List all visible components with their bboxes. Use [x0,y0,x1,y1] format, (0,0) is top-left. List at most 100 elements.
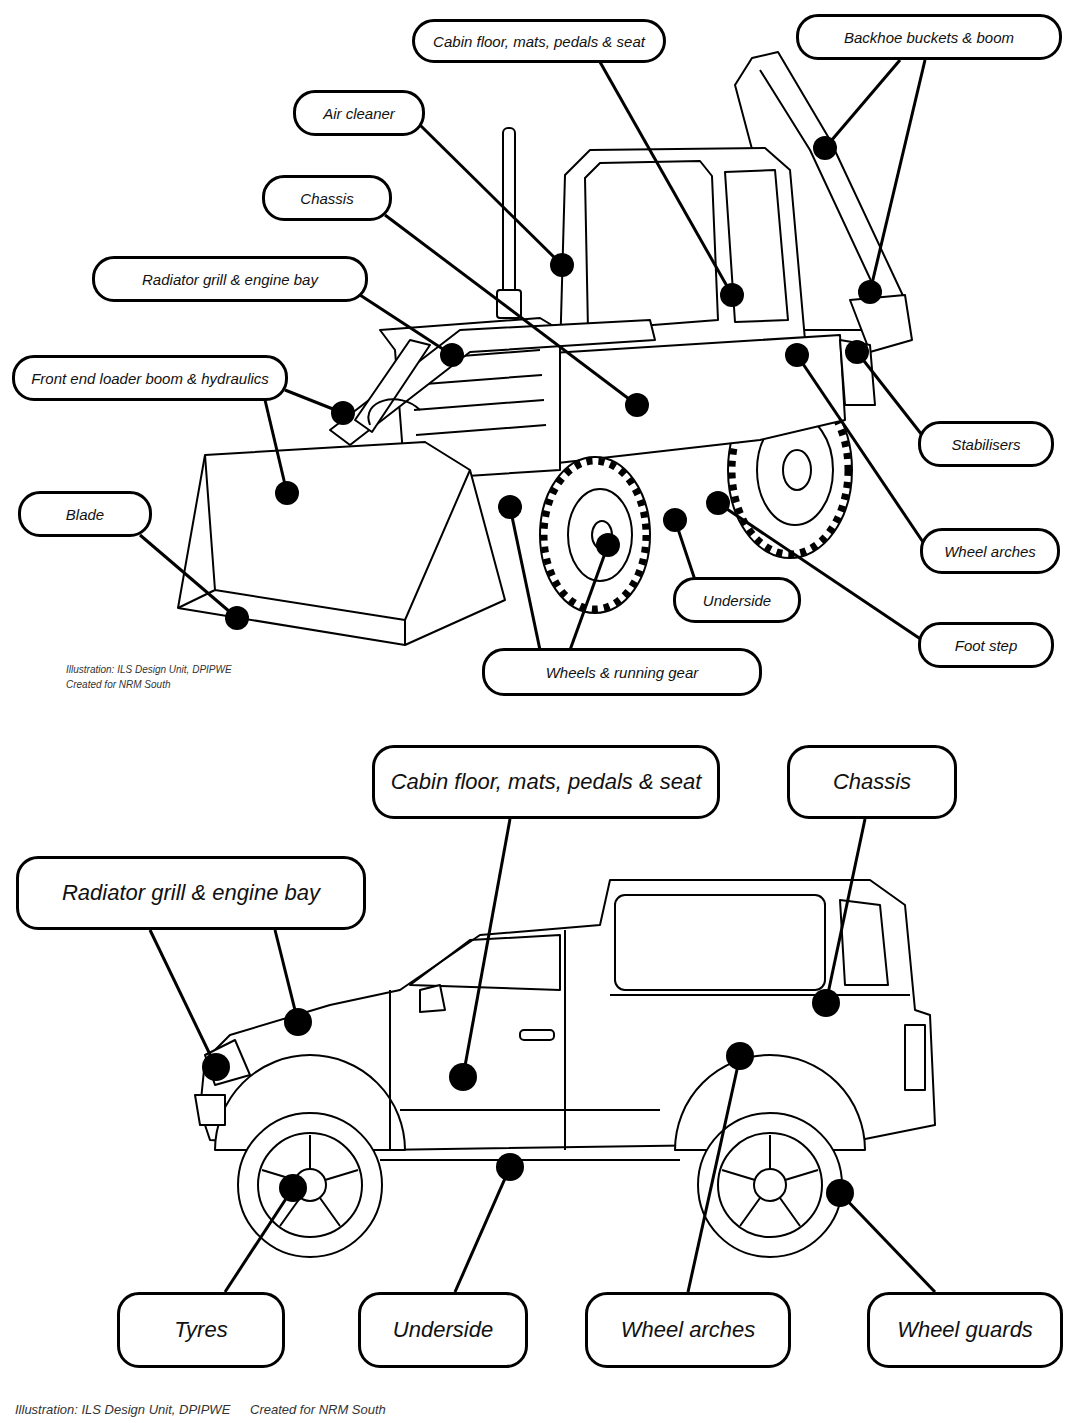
callout-box: Chassis [262,175,392,221]
leader-line [825,60,900,148]
callout-label: Cabin floor, mats, pedals & seat [433,33,645,50]
tail-light [905,1025,925,1090]
rear-spokes [722,1135,818,1226]
callout-dot [812,989,840,1017]
callout-box: Cabin floor, mats, pedals & seat [372,745,720,819]
callout-label: Foot step [955,637,1018,654]
callout-label: Stabilisers [951,436,1020,453]
callout-label: Wheel arches [944,543,1036,560]
leader-line [857,352,922,435]
callout-box: Stabilisers [918,421,1054,467]
leader-line [797,355,925,545]
callout-label: Air cleaner [323,105,395,122]
callout-label: Wheels & running gear [546,664,699,681]
leader-line [688,1056,740,1292]
callout-box: Radiator grill & engine bay [92,256,368,302]
callout-dot [449,1063,477,1091]
callout-label: Radiator grill & engine bay [62,880,320,906]
front-wheel [540,457,650,613]
callout-box: Wheel guards [867,1292,1063,1368]
callout-dot [440,343,464,367]
cabin-door-window [585,161,718,330]
leader-line [826,819,865,1003]
callout-dot [663,508,687,532]
door-lines [390,930,910,1150]
callout-label: Front end loader boom & hydraulics [31,370,269,387]
callout-label: Chassis [833,769,911,795]
leader-lines [140,60,935,1292]
rear-hub [783,450,811,490]
callout-label: Radiator grill & engine bay [142,271,318,288]
callout-label: Backhoe buckets & boom [844,29,1014,46]
callout-box: Backhoe buckets & boom [796,14,1062,60]
front-tread [544,461,646,609]
leader-line [275,930,298,1022]
rear-rim [718,1133,822,1237]
leader-line [265,400,287,493]
backhoe-drawing [178,52,912,645]
credit-note: Created for NRM South [250,1402,386,1417]
callout-dot [279,1174,307,1202]
leader-line [140,535,237,618]
callout-dot [813,136,837,160]
rear-window [840,900,888,985]
front-tyre [238,1113,382,1257]
canopy-window [615,895,825,990]
hydraulic-hose [368,399,420,425]
callout-label: Wheel arches [621,1317,756,1343]
credit-note: Created for NRM South [66,679,171,690]
leader-line [225,1188,293,1292]
callout-dot [496,1153,524,1181]
callout-box: Wheels & running gear [482,648,762,696]
callout-dot [785,343,809,367]
callout-box: Chassis [787,745,957,819]
callout-label: Underside [393,1317,493,1343]
front-rim [258,1133,362,1237]
mirror [420,985,445,1012]
leader-line [360,295,452,355]
door-handle [520,1030,554,1040]
callout-dot [550,253,574,277]
loader-bucket [178,442,505,645]
side-stripes [380,1110,680,1160]
callout-box: Air cleaner [293,90,425,136]
callout-dot [858,280,882,304]
callout-box: Tyres [117,1292,285,1368]
leader-line [570,545,608,650]
callout-box: Radiator grill & engine bay [16,856,366,930]
stabiliser-leg [840,340,875,405]
callout-dot [706,491,730,515]
callout-dot [720,283,744,307]
callout-label: Tyres [174,1317,227,1343]
callout-dot [826,1179,854,1207]
callout-dot [596,533,620,557]
callout-box: Underside [673,577,801,623]
leader-line [385,215,637,405]
callout-label: Chassis [300,190,353,207]
leader-line [870,60,925,292]
callout-dot [726,1042,754,1070]
callout-box: Wheel arches [920,528,1060,574]
rear-hub [754,1169,786,1201]
callout-dot [225,606,249,630]
leader-line [510,507,540,650]
rear-tyre [698,1113,842,1257]
callout-box: Wheel arches [585,1292,791,1368]
callout-dot [275,481,299,505]
bucket-lines [178,455,470,645]
bumper [195,1095,225,1125]
leader-line [150,930,216,1067]
callout-box: Cabin floor, mats, pedals & seat [412,19,666,63]
callout-label: Underside [703,592,771,609]
credit-note: Illustration: ILS Design Unit, DPIPWE [66,664,232,675]
callout-dot [625,393,649,417]
callout-dot [845,340,869,364]
loader-arm-front [355,340,430,432]
leader-line [455,1167,510,1292]
credit-note: Illustration: ILS Design Unit, DPIPWE [15,1402,230,1417]
callout-box: Foot step [918,622,1054,668]
callout-box: Blade [18,491,152,537]
leader-line [463,819,510,1077]
